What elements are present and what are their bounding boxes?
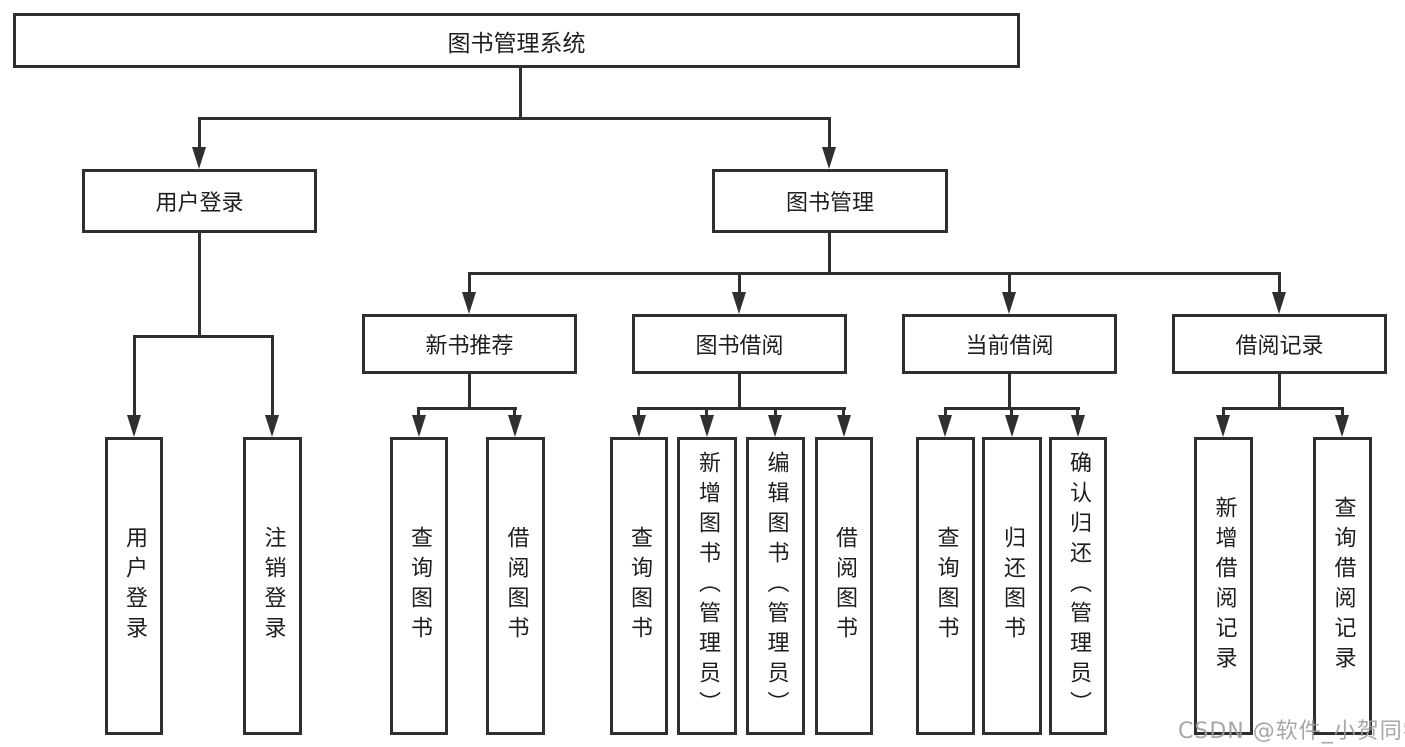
node-current-borrowing: 当前借阅 (902, 314, 1117, 374)
arrow-down-icon (1005, 415, 1019, 437)
connector-drop (738, 272, 741, 294)
connector-stem-root (519, 68, 522, 120)
leaf-user-login: 用户登录 (105, 437, 163, 735)
connector-drop (468, 272, 471, 294)
arrow-down-icon (938, 415, 952, 437)
connector-drop (705, 407, 708, 417)
connector-drop (133, 335, 136, 417)
leaf-query-books-current: 查询图书 (916, 437, 975, 735)
connector-drop (198, 117, 201, 149)
node-book-borrowing: 图书借阅 (632, 314, 847, 374)
leaf-logout: 注销登录 (243, 437, 302, 735)
leaf-query-books-borrowing: 查询图书 (610, 437, 668, 735)
connector-drop (828, 117, 831, 149)
leaf-borrow-books-recommend: 借阅图书 (486, 437, 545, 735)
arrow-down-icon (508, 415, 522, 437)
leaf-query-borrow-record: 查询借阅记录 (1313, 437, 1372, 735)
connector-rail-borrowing-children (638, 407, 846, 410)
arrow-down-icon (700, 415, 714, 437)
connector-rail-recommend-children (418, 407, 517, 410)
connector-drop (1278, 272, 1281, 294)
connector-stem-current-borrowing (1008, 374, 1011, 410)
arrow-down-icon (1272, 292, 1286, 314)
arrow-down-icon (127, 415, 141, 437)
connector-drop (774, 407, 777, 417)
arrow-down-icon (837, 415, 851, 437)
connector-rail-level3 (468, 272, 1281, 275)
node-new-book-recommendation: 新书推荐 (362, 314, 577, 374)
connector-drop (417, 407, 420, 417)
arrow-down-icon (412, 415, 426, 437)
connector-drop (1010, 407, 1013, 417)
node-borrowing-records: 借阅记录 (1172, 314, 1387, 374)
arrow-down-icon (1002, 292, 1016, 314)
connector-drop (1076, 407, 1079, 417)
node-root: 图书管理系统 (13, 13, 1020, 68)
leaf-edit-books-admin: 编辑图书（管理员） (746, 437, 805, 735)
connector-stem-book-management (828, 233, 831, 275)
connector-drop (271, 335, 274, 417)
connector-rail-level2 (198, 117, 831, 120)
connector-drop (513, 407, 516, 417)
arrow-down-icon (265, 415, 279, 437)
connector-drop (1341, 407, 1344, 417)
connector-drop (842, 407, 845, 417)
node-book-management: 图书管理 (712, 169, 948, 233)
arrow-down-icon (1216, 415, 1230, 437)
arrow-down-icon (768, 415, 782, 437)
arrow-down-icon (1071, 415, 1085, 437)
arrow-down-icon (192, 147, 206, 169)
watermark: CSDN @软件_小贺同学 (1178, 719, 1405, 744)
arrow-down-icon (822, 147, 836, 169)
connector-drop (944, 407, 947, 417)
leaf-return-books: 归还图书 (982, 437, 1042, 735)
arrow-down-icon (1335, 415, 1349, 437)
arrow-down-icon (632, 415, 646, 437)
connector-rail-user-login-children (133, 335, 274, 338)
leaf-query-books-recommend: 查询图书 (390, 437, 448, 735)
connector-rail-records-children (1222, 407, 1344, 410)
connector-drop (637, 407, 640, 417)
connector-stem-user-login (198, 233, 201, 338)
connector-drop (1222, 407, 1225, 417)
node-user-login: 用户登录 (82, 169, 317, 233)
leaf-add-borrow-record: 新增借阅记录 (1194, 437, 1253, 735)
arrow-down-icon (462, 292, 476, 314)
connector-drop (1008, 272, 1011, 294)
leaf-confirm-return-admin: 确认归还（管理员） (1049, 437, 1107, 735)
leaf-add-books-admin: 新增图书（管理员） (677, 437, 737, 735)
connector-stem-book-borrowing (738, 374, 741, 410)
connector-stem-new-book-recommendation (468, 374, 471, 410)
connector-stem-borrowing-records (1278, 374, 1281, 410)
leaf-borrow-books-borrowing: 借阅图书 (815, 437, 873, 735)
arrow-down-icon (732, 292, 746, 314)
